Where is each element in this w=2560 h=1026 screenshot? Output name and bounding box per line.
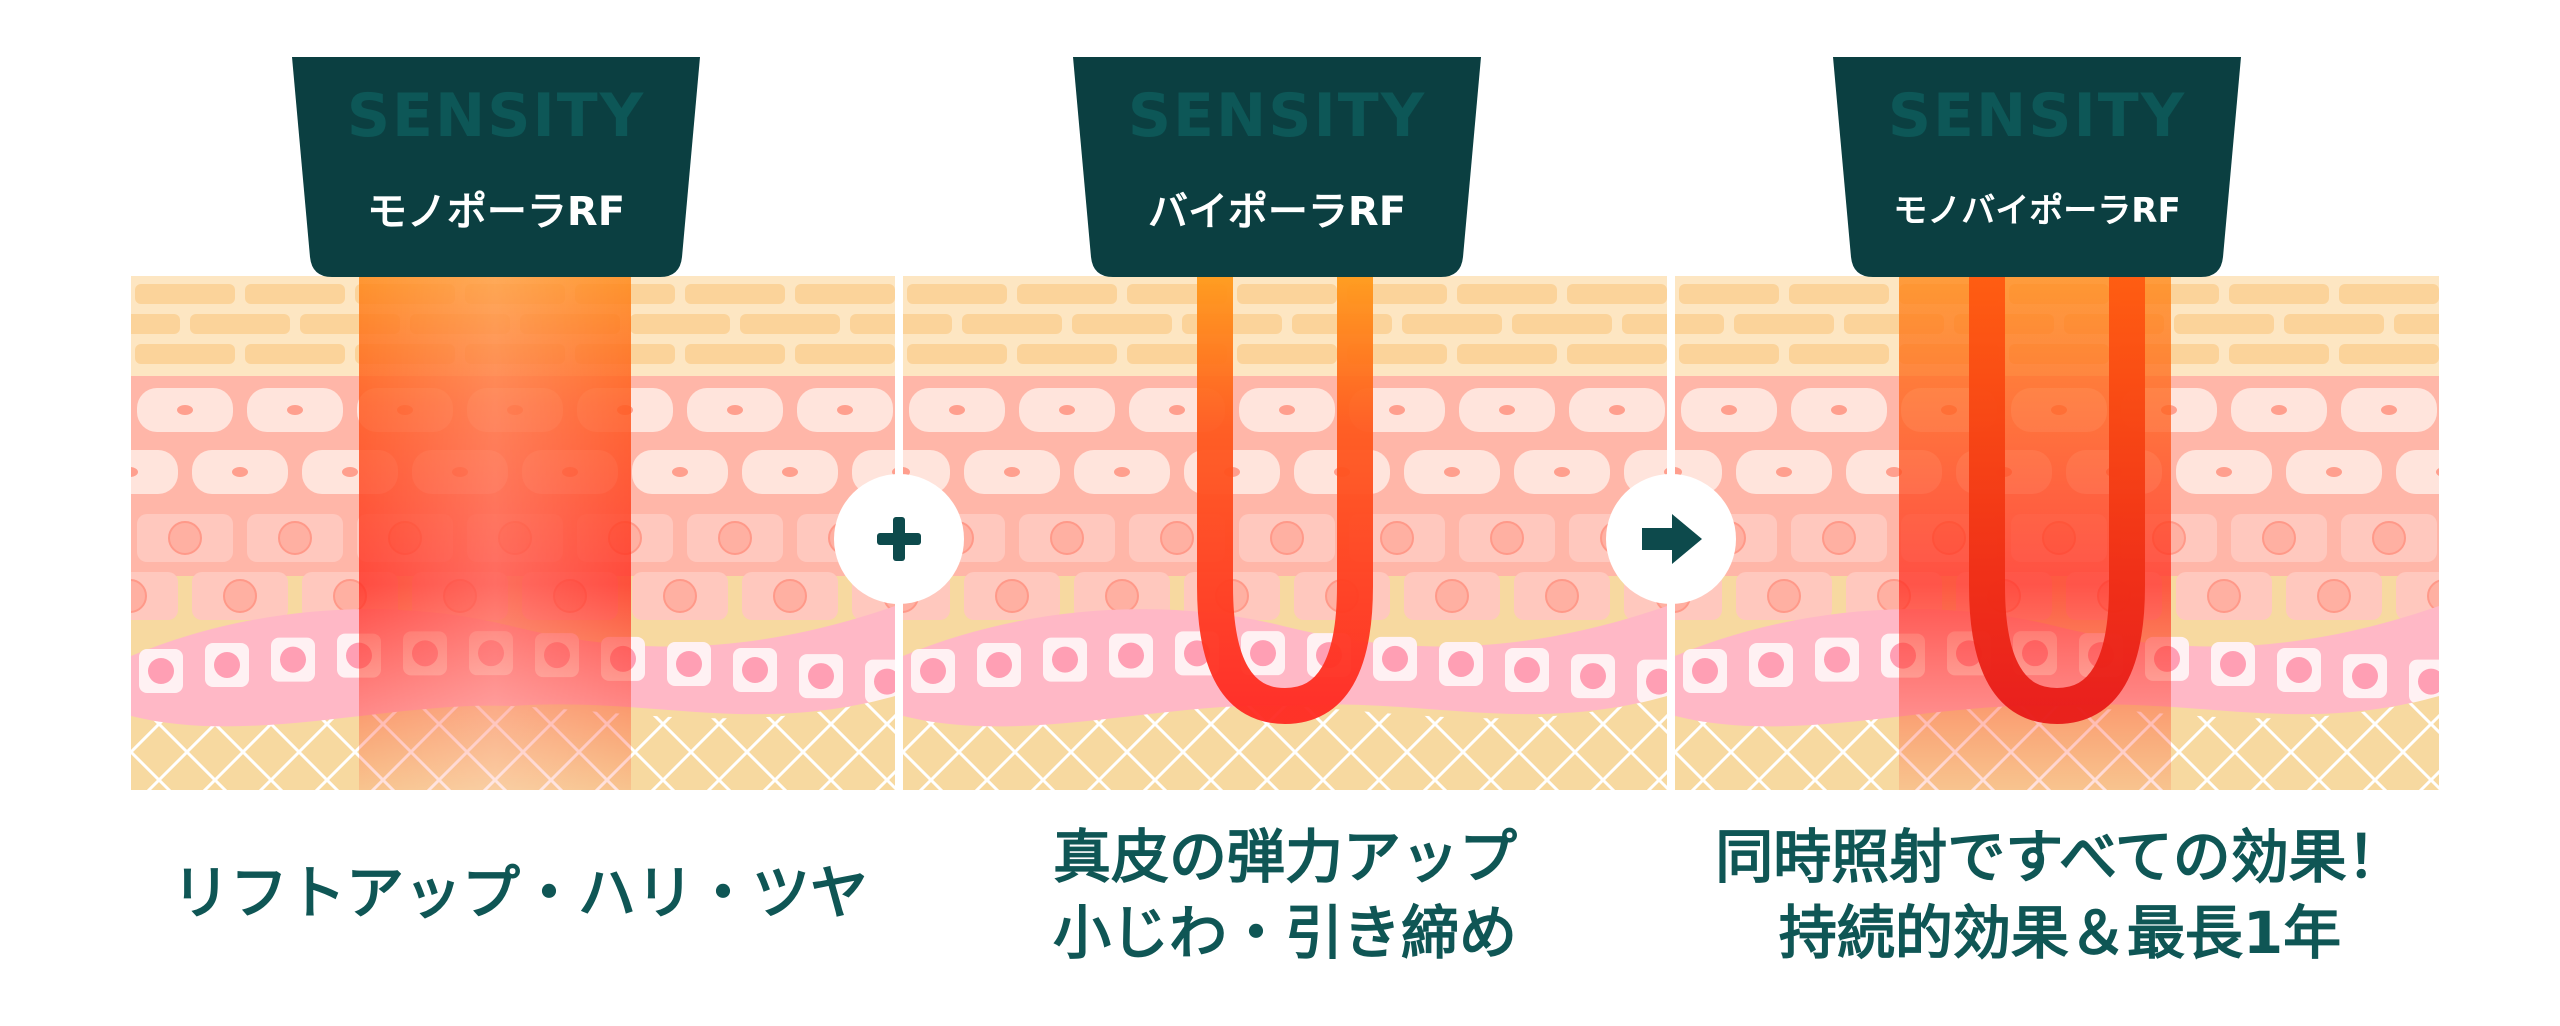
monobipolar-heat-combined (1899, 276, 2171, 790)
caption-line: 持続的効果＆最長1年 (1778, 899, 2342, 967)
skin-panel-bipolar (903, 276, 1667, 790)
caption-monopolar: リフトアップ・ハリ・ツヤ (100, 855, 940, 931)
bipolar-heat-loop (1197, 276, 1373, 725)
brand-name: SENSITY (346, 81, 646, 151)
brand-name: SENSITY (1127, 81, 1427, 151)
caption-line: 同時照射ですべての効果！ (1715, 823, 2405, 891)
monopolar-heat-beam (359, 276, 631, 790)
brand-name: SENSITY (1887, 81, 2187, 151)
caption-bipolar: 真皮の弾力アップ 小じわ・引き締め (890, 819, 1680, 971)
skin-panel-monopolar (131, 276, 895, 790)
caption-line: 小じわ・引き締め (1052, 899, 1517, 967)
caption-line: リフトアップ・ハリ・ツヤ (171, 859, 868, 927)
mode-label: モノポーラRF (366, 189, 626, 235)
plus-icon (834, 474, 964, 604)
rf-device-head-monobipolar: SENSITY モノバイポーラRF (1833, 57, 2241, 277)
caption-line: 真皮の弾力アップ (1052, 823, 1517, 891)
rf-device-head-monopolar: SENSITY モノポーラRF (292, 57, 700, 277)
mode-label: モノバイポーラRF (1893, 191, 2181, 231)
caption-monobipolar: 同時照射ですべての効果！ 持続的効果＆最長1年 (1665, 819, 2455, 971)
mode-label: バイポーラRF (1147, 189, 1407, 235)
rf-device-head-bipolar: SENSITY バイポーラRF (1073, 57, 1481, 277)
arrow-right-icon (1606, 474, 1736, 604)
skin-panel-monobipolar (1675, 276, 2439, 790)
skin-layers-illustration (903, 276, 1667, 790)
